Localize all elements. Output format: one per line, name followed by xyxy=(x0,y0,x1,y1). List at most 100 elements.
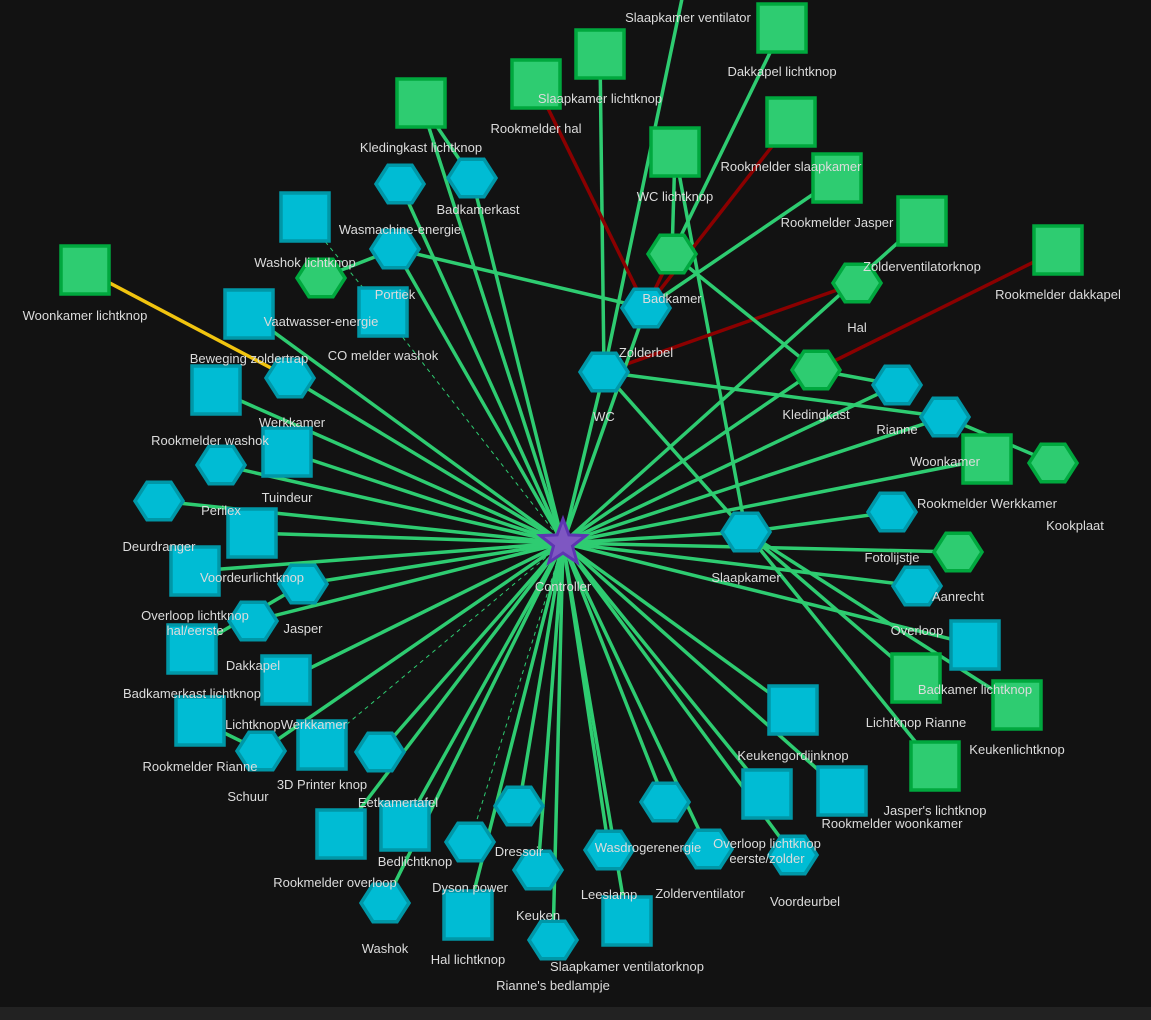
edge-kledingkast-lichtknop-controller xyxy=(419,102,565,544)
square-node-icon xyxy=(756,2,808,54)
node-rookmelder-dakkapel[interactable] xyxy=(1032,224,1084,276)
node-woonkamer[interactable] xyxy=(918,396,972,438)
node-overloop-lichtknop-eerste-zolder[interactable] xyxy=(741,768,793,820)
node-perilex[interactable] xyxy=(194,444,248,486)
node-label: Rookmelder woonkamer xyxy=(822,816,964,831)
edge-slaapkamer-controller xyxy=(562,530,747,545)
edge-jasper-controller xyxy=(302,541,564,586)
node-rookmelder-hal[interactable] xyxy=(510,58,562,110)
node-rookmelder-slaapkamer[interactable] xyxy=(765,96,817,148)
edge-overloop-lichtknop-hal-eerste-controller xyxy=(194,541,564,573)
node-label: Rookmelder overloop xyxy=(273,875,397,890)
node-schuur[interactable] xyxy=(234,730,288,772)
node-badkamerkast-lichtknop[interactable] xyxy=(166,623,218,675)
square-node-icon xyxy=(442,889,494,941)
edge-wasmachine-energie-controller xyxy=(398,183,565,544)
node-zolderventilator[interactable] xyxy=(681,828,735,870)
node-fotolijstje[interactable] xyxy=(865,491,919,533)
node-keukenlichtknop[interactable] xyxy=(991,679,1043,731)
node-jasper[interactable] xyxy=(276,563,330,605)
edge-tuindeur-controller xyxy=(286,450,564,545)
node-badkamer-lichtknop[interactable] xyxy=(949,619,1001,671)
node-zolderventilatorknop[interactable] xyxy=(896,195,948,247)
node-voordeurlichtknop[interactable] xyxy=(226,507,278,559)
edge-rookmelder-overloop-controller xyxy=(339,541,565,836)
node-overloop[interactable] xyxy=(890,565,944,607)
node-keukengordijnknop[interactable] xyxy=(767,684,819,736)
node-label: Rookmelder hal xyxy=(490,121,581,136)
square-node-icon xyxy=(890,652,942,704)
node-label: Schuur xyxy=(227,789,269,804)
node-rookmelder-washok[interactable] xyxy=(190,364,242,416)
node-jasper-s-lichtknop[interactable] xyxy=(909,740,961,792)
node-washok-lichtknop[interactable] xyxy=(279,191,331,243)
node-rookmelder-overloop[interactable] xyxy=(315,808,367,860)
square-node-icon xyxy=(765,96,817,148)
star-controller-icon xyxy=(536,514,590,566)
node-label: Rookmelder Jasper xyxy=(781,215,894,230)
node-portiek[interactable] xyxy=(368,228,422,270)
square-node-icon xyxy=(949,619,1001,671)
node-washok[interactable] xyxy=(358,882,412,924)
edge-portiek-zolderbel xyxy=(394,247,647,310)
node-label: Slaapkamer xyxy=(711,570,781,585)
node-wasmachine-energie[interactable] xyxy=(373,163,427,205)
edge-rookmelder-dakkapel-kledingkast xyxy=(815,248,1059,372)
node-voordeurbel[interactable] xyxy=(766,834,820,876)
square-node-icon xyxy=(296,719,348,771)
node-rianne[interactable] xyxy=(870,364,924,406)
node-label: Deurdranger xyxy=(123,539,197,554)
node-controller[interactable] xyxy=(536,514,590,566)
node-kledingkast[interactable] xyxy=(789,349,843,391)
node-lichtknopwerkkamer[interactable] xyxy=(260,654,312,706)
node-overloop-lichtknop-hal-eerste[interactable] xyxy=(169,545,221,597)
node-wc[interactable] xyxy=(577,351,631,393)
node-rookmelder-rianne[interactable] xyxy=(174,695,226,747)
node-bedlichtknop[interactable] xyxy=(379,800,431,852)
node-vaatwasser-energie[interactable] xyxy=(294,257,348,299)
node-dakkapel[interactable] xyxy=(226,600,280,642)
node-kledingkast-lichtknop[interactable] xyxy=(395,77,447,129)
hexagon-node-icon xyxy=(1026,442,1080,484)
node-label: Badkamer xyxy=(642,291,702,306)
node-werkkamer[interactable] xyxy=(263,357,317,399)
square-node-icon xyxy=(395,77,447,129)
node-aanrecht[interactable] xyxy=(931,531,985,573)
edge-dakkapel-controller xyxy=(252,541,564,623)
node-rookmelder-werkkamer[interactable] xyxy=(961,433,1013,485)
hexagon-node-icon xyxy=(276,563,330,605)
node-slaapkamer-ventilatorknop[interactable] xyxy=(601,895,653,947)
node-deurdranger[interactable] xyxy=(132,480,186,522)
node-badkamerkast[interactable] xyxy=(445,157,499,199)
node-hal[interactable] xyxy=(830,262,884,304)
edge-keukenlichtknop-slaapkamer xyxy=(745,530,1018,707)
hexagon-node-icon xyxy=(294,257,348,299)
node-kookplaat[interactable] xyxy=(1026,442,1080,484)
node-wasdrogerenergie[interactable] xyxy=(638,781,692,823)
node-3d-printer-knop[interactable] xyxy=(296,719,348,771)
node-zolderbel[interactable] xyxy=(619,287,673,329)
node-leeslamp[interactable] xyxy=(582,829,636,871)
node-lichtknop-rianne[interactable] xyxy=(890,652,942,704)
node-tuindeur[interactable] xyxy=(261,426,313,478)
node-wc-lichtknop[interactable] xyxy=(649,126,701,178)
edge-rookmelder-slaapkamer-zolderbel xyxy=(644,120,793,310)
node-rookmelder-woonkamer[interactable] xyxy=(816,765,868,817)
node-keuken[interactable] xyxy=(511,849,565,891)
node-dressoir[interactable] xyxy=(492,785,546,827)
node-eetkamertafel[interactable] xyxy=(353,731,407,773)
node-slaapkamer-lichtknop[interactable] xyxy=(574,28,626,80)
node-woonkamer-lichtknop[interactable] xyxy=(59,244,111,296)
node-dakkapel-lichtknop[interactable] xyxy=(756,2,808,54)
node-beweging-zoldertrap[interactable] xyxy=(223,288,275,340)
node-label: Rianne's bedlampje xyxy=(496,978,610,993)
node-slaapkamer[interactable] xyxy=(719,511,773,553)
node-co-melder-washok[interactable] xyxy=(357,286,409,338)
node-dyson-power[interactable] xyxy=(443,821,497,863)
node-rookmelder-jasper[interactable] xyxy=(811,152,863,204)
node-rianne-s-bedlampje[interactable] xyxy=(526,919,580,961)
node-hal-lichtknop[interactable] xyxy=(442,889,494,941)
node-badkamer[interactable] xyxy=(645,233,699,275)
node-label: Slaapkamer ventilator xyxy=(625,10,751,25)
